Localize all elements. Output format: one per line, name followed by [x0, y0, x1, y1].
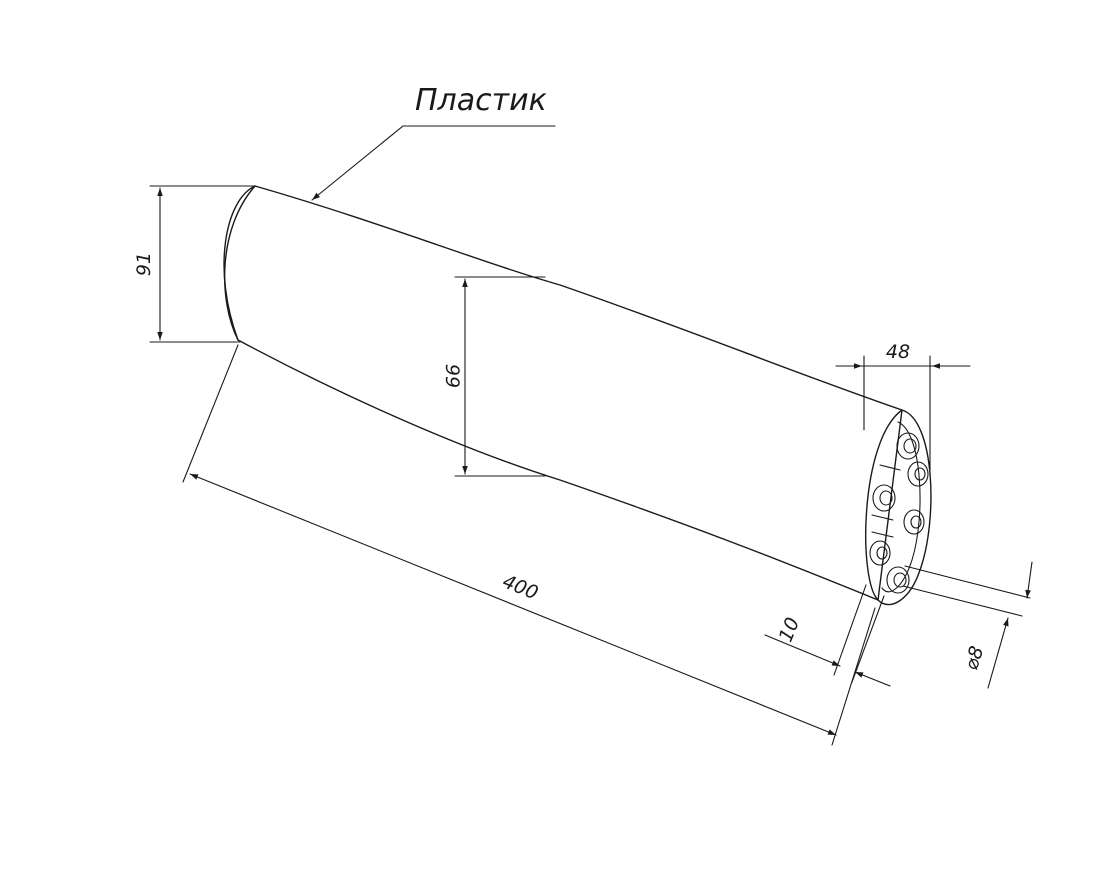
hole-6 — [886, 566, 910, 594]
dim-hole-diameter-arrow-top — [1025, 561, 1033, 599]
dim-length-value: 400 — [499, 570, 541, 604]
dim-offset-arrow-left — [764, 634, 841, 667]
end-face — [865, 409, 932, 606]
dim-end-height: 91 — [133, 185, 256, 343]
hole-2 — [907, 461, 929, 487]
dim-mid-height-value: 99 — [441, 364, 463, 388]
handle-outline — [223, 185, 903, 601]
dim-length-line — [189, 473, 837, 736]
hole-4 — [903, 509, 925, 535]
hole-5 — [869, 540, 891, 566]
hole-bores — [871, 464, 901, 538]
end-face-outline — [865, 409, 932, 606]
material-leader: Пластик — [311, 83, 556, 201]
material-label: Пластик — [415, 83, 547, 118]
dim-offset-arrow-right — [854, 671, 891, 687]
handle-left-end — [223, 185, 256, 341]
dim-offset-ext-left — [833, 584, 867, 676]
end-face-inner-rim — [881, 421, 921, 593]
handle-body — [223, 185, 903, 601]
dim-hole-diameter: ⌀8 — [902, 561, 1033, 689]
dim-face-width: 48 — [835, 341, 971, 471]
dim-offset: 10 — [764, 584, 891, 687]
dim-hole-diameter-value: ⌀8 — [960, 644, 988, 673]
dim-hole-diameter-ext-top — [904, 565, 1031, 599]
dim-hole-diameter-arrow-bottom — [987, 617, 1009, 689]
dim-offset-ext-right — [851, 595, 885, 683]
hole-1 — [896, 432, 920, 460]
dim-hole-diameter-ext-bottom — [902, 585, 1023, 617]
dim-length-ext-left — [182, 344, 239, 483]
dim-face-width-value: 48 — [886, 341, 910, 363]
dim-end-height-value: 91 — [133, 252, 155, 276]
material-leader-line — [311, 125, 404, 201]
hole-3 — [872, 484, 896, 512]
